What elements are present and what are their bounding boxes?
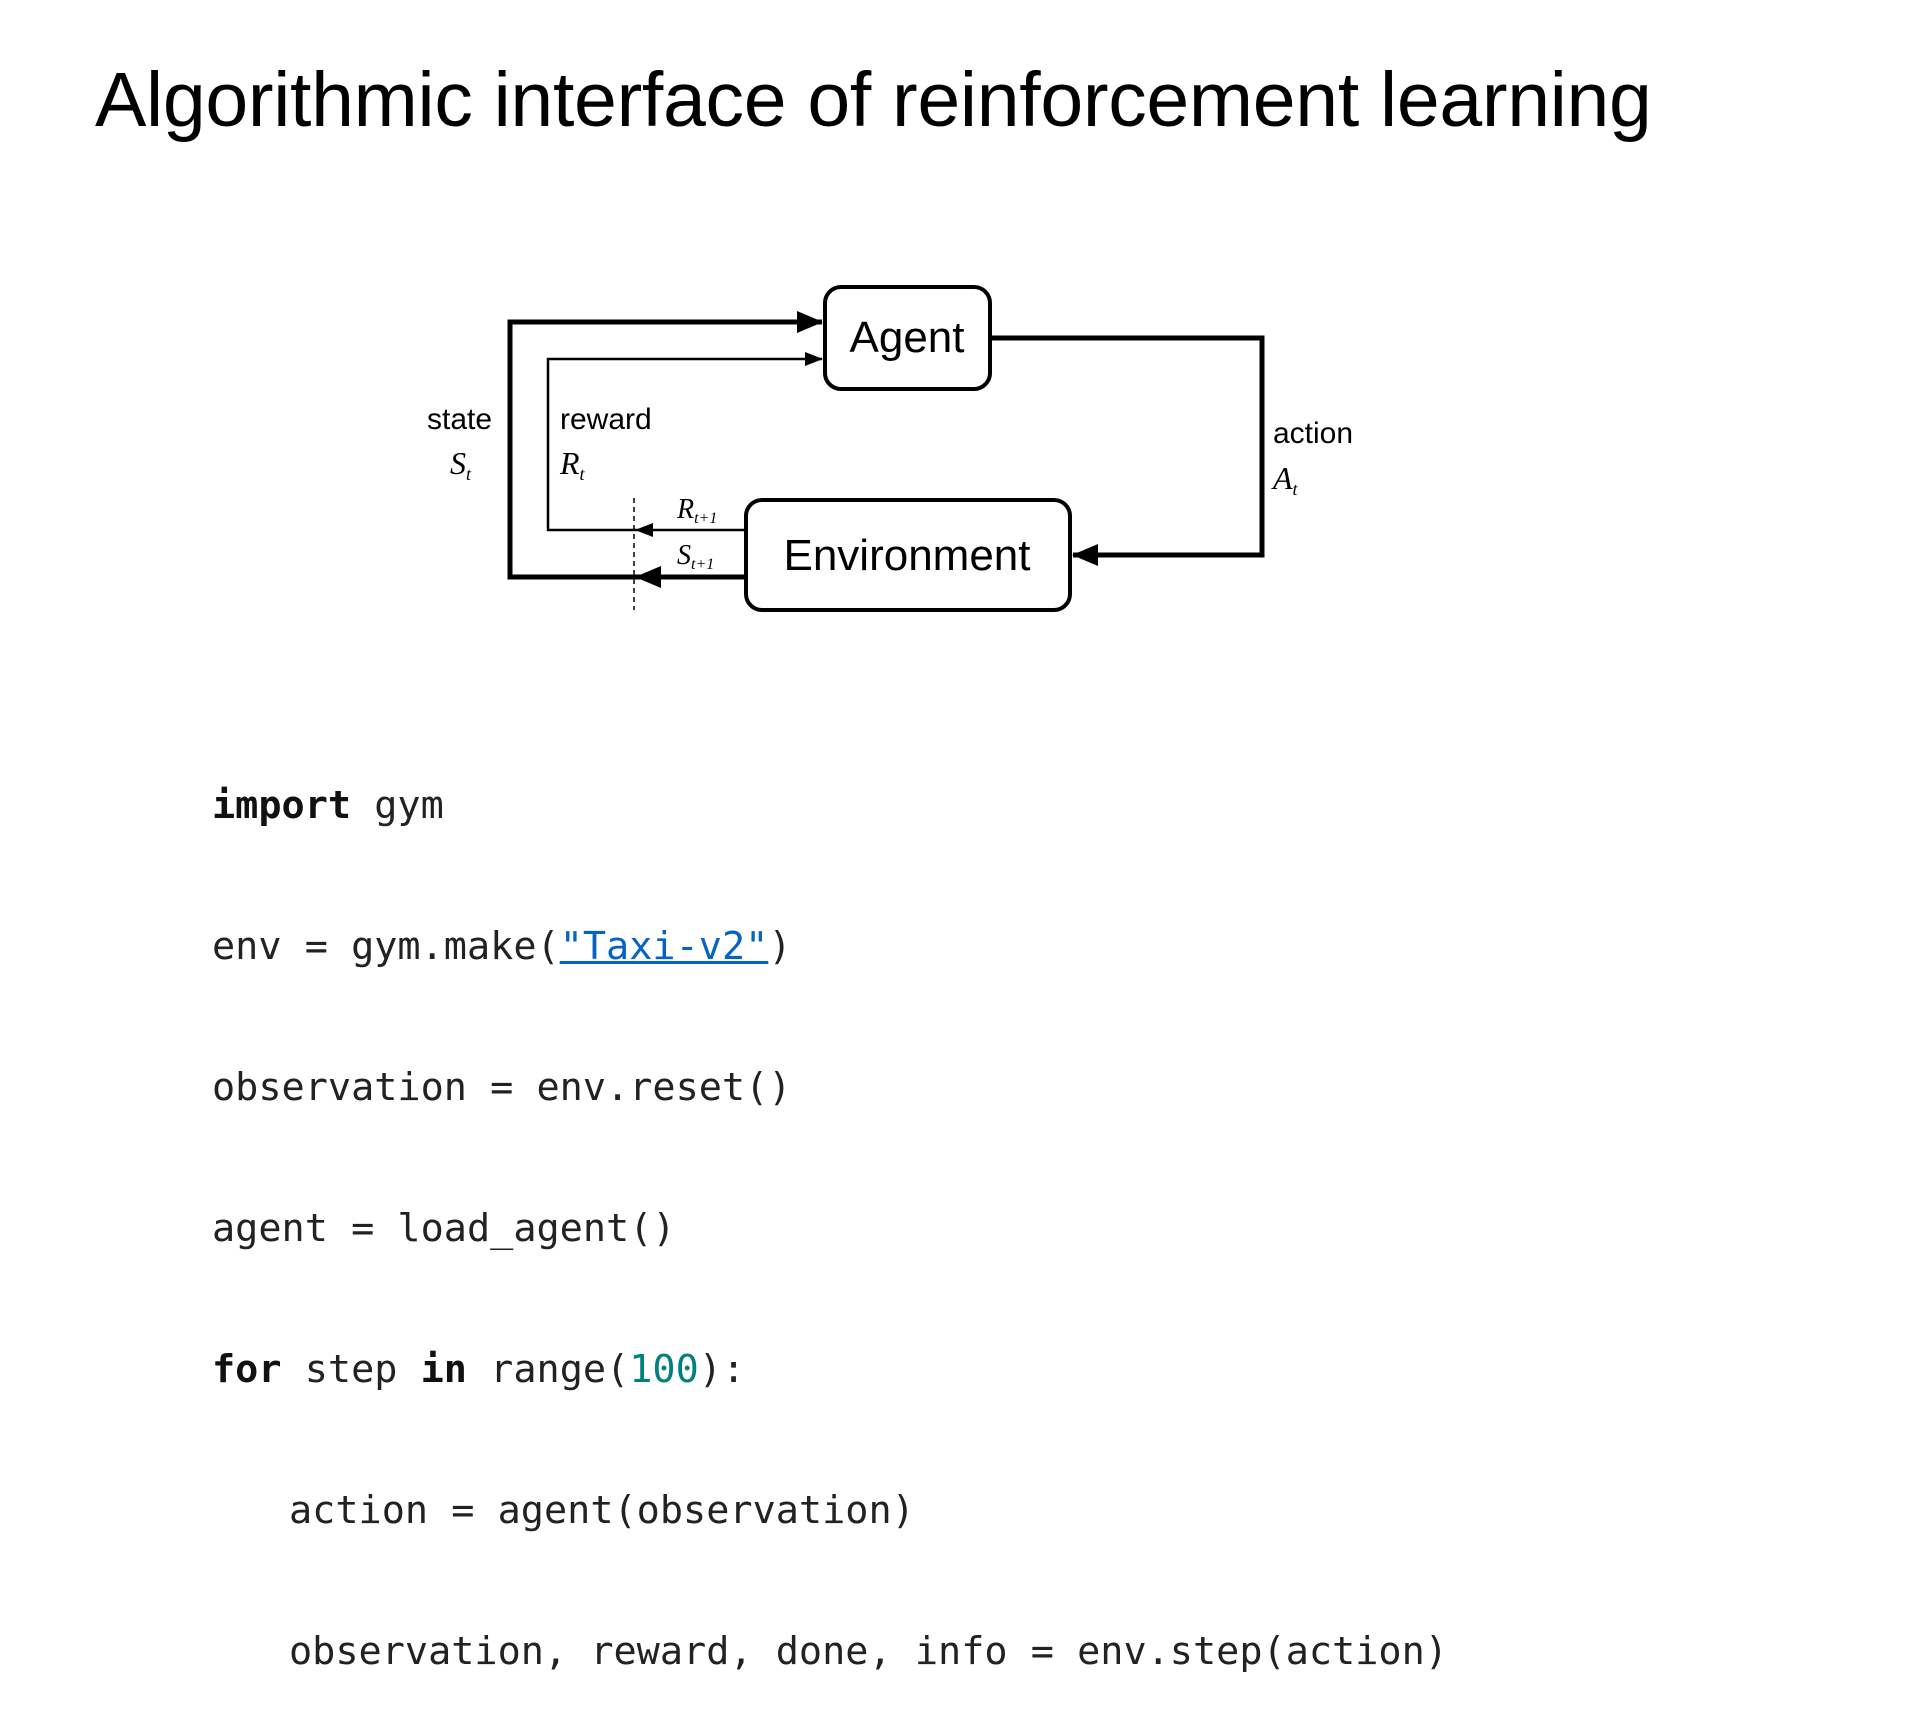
next-reward-symbol: Rt+1 <box>676 494 717 527</box>
reward-arrow <box>546 352 823 532</box>
state-symbol: St <box>450 445 472 484</box>
environment-label: Environment <box>783 531 1030 580</box>
keyword: import <box>212 783 352 828</box>
code-line: observation, reward, done, info = env.st… <box>289 1629 1448 1674</box>
code-text: step <box>281 1347 421 1392</box>
agent-label: Agent <box>850 313 965 362</box>
code-block: import gym env = gym.make("Taxi-v2") obs… <box>212 688 1448 1722</box>
action-symbol: At <box>1271 460 1299 499</box>
next-state-symbol: St+1 <box>677 540 714 573</box>
code-text: gym <box>351 783 444 828</box>
environment-box <box>744 498 1072 612</box>
slide-title: Algorithmic interface of reinforcement l… <box>95 57 1652 143</box>
code-text: ): <box>698 1347 746 1392</box>
code-text: range( <box>466 1347 630 1392</box>
code-line: import gym <box>212 782 1448 829</box>
state-label: state <box>427 403 492 436</box>
agent-environment-diagram: Agent Environment state St reward Rt act… <box>427 285 1353 612</box>
code-line: observation = env.reset() <box>212 1065 792 1110</box>
code-line: for step in range(100): <box>212 1346 1448 1393</box>
env-name-link[interactable]: "Taxi-v2" <box>559 924 769 969</box>
state-arrow <box>507 311 823 580</box>
action-arrow <box>990 335 1265 566</box>
keyword: in <box>420 1347 467 1392</box>
code-line: agent = load_agent() <box>212 1206 676 1251</box>
code-text: ) <box>768 924 792 969</box>
code-line: action = agent(observation) <box>289 1488 915 1533</box>
agent-box <box>823 285 992 391</box>
code-text: env = gym.make( <box>212 924 560 969</box>
keyword: for <box>212 1347 282 1392</box>
code-line: env = gym.make("Taxi-v2") <box>212 923 1448 970</box>
action-label: action <box>1273 417 1353 450</box>
reward-label: reward <box>560 403 652 436</box>
reward-symbol: Rt <box>559 445 586 484</box>
number-literal: 100 <box>629 1347 699 1392</box>
